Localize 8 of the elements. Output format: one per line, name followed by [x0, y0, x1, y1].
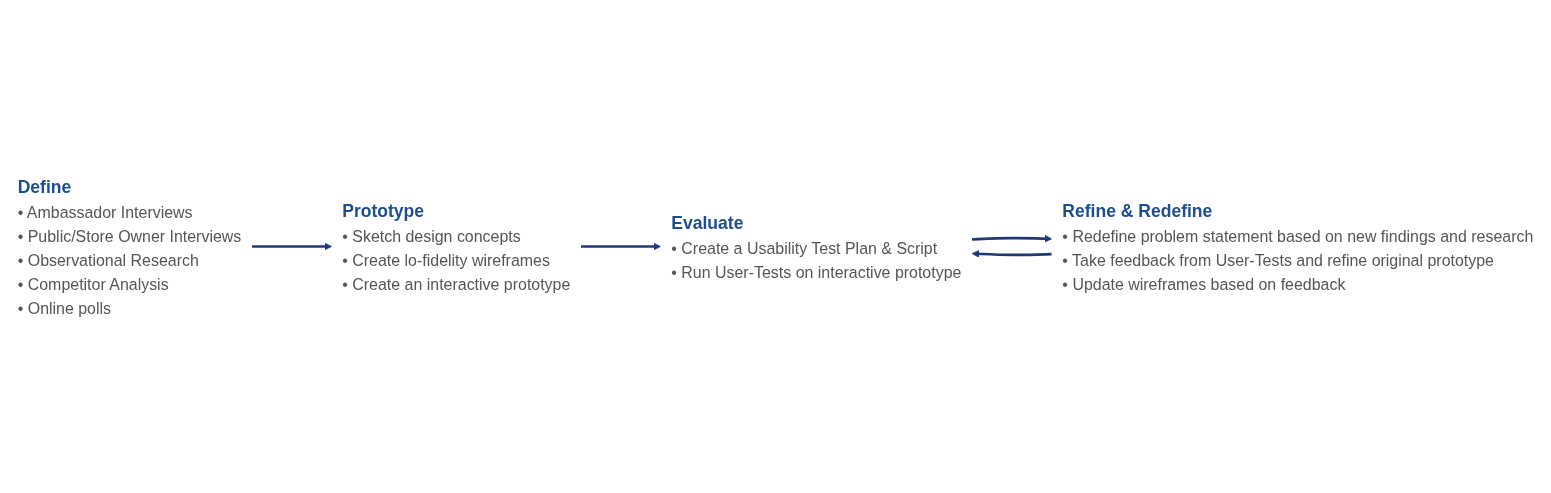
arrow — [971, 250, 1052, 258]
arrow — [971, 234, 1053, 243]
node-text: Refine & Redefine • Redefine problem statement based on new findings and research • Take feedback from User-Tests and refine original prototype • Update wireframes based on feedback — [1062, 201, 1534, 294]
arrow — [251, 242, 332, 251]
node-text: Prototype • Sketch design concepts • Create lo-fidelity wireframes • Create an interactive prototype — [342, 201, 571, 294]
arrow — [580, 242, 662, 251]
node-text: Evaluate • Create a Usability Test Plan & Script • Run User-Tests on interactive prototype — [671, 213, 962, 282]
node-text: Define • Ambassador Interviews • Public/Store Owner Interviews • Observational Research • Competitor Analysis • Online polls — [17, 177, 242, 318]
